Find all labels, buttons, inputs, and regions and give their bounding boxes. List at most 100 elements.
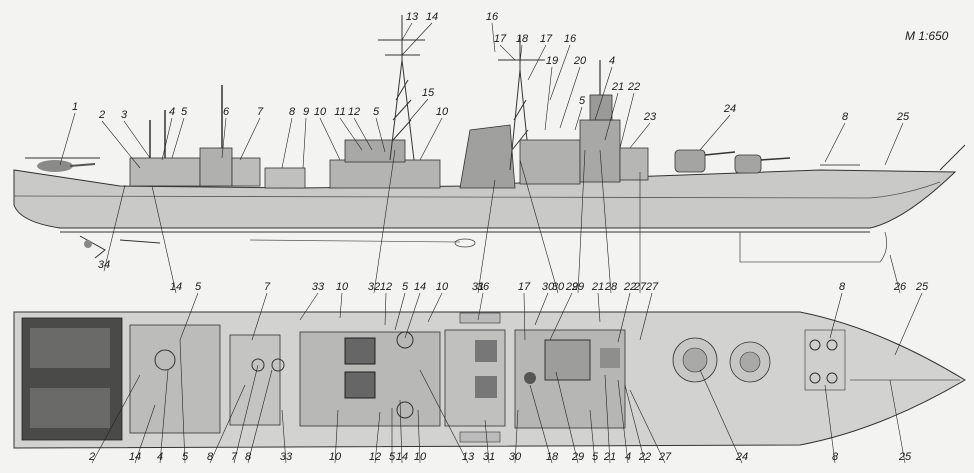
side-callout-21: 16 bbox=[564, 33, 577, 45]
plan-callout-21: 8 bbox=[207, 451, 214, 463]
plan-leader-37 bbox=[617, 379, 629, 464]
plan-leader-38 bbox=[624, 384, 646, 464]
plan-callout-40: 24 bbox=[735, 451, 748, 463]
side-leader-15 bbox=[401, 22, 433, 56]
side-callout-39: 27 bbox=[633, 281, 647, 293]
side-leader-27 bbox=[619, 92, 635, 149]
side-leader-21 bbox=[549, 44, 571, 101]
side-callout-0: 1 bbox=[72, 101, 78, 113]
plan-leader-1 bbox=[251, 292, 268, 341]
plan-callout-42: 25 bbox=[898, 451, 912, 463]
side-callout-30: 8 bbox=[842, 111, 849, 123]
plan-callout-18: 14 bbox=[129, 451, 141, 463]
plan-leader-6 bbox=[404, 292, 421, 339]
plan-leader-14 bbox=[639, 292, 653, 341]
side-callout-25: 5 bbox=[579, 95, 586, 107]
plan-callout-22: 7 bbox=[231, 451, 238, 463]
plan-callout-4: 12 bbox=[380, 281, 392, 293]
plan-leader-36 bbox=[604, 374, 611, 464]
plan-leader-10 bbox=[534, 292, 549, 326]
plan-leader-41 bbox=[824, 384, 836, 464]
side-leader-22 bbox=[544, 66, 553, 131]
plan-callout-38: 22 bbox=[638, 451, 651, 463]
side-leader-14 bbox=[401, 22, 413, 41]
side-leader-12 bbox=[375, 117, 386, 153]
side-callout-29: 24 bbox=[723, 103, 736, 115]
plan-leader-7 bbox=[427, 292, 443, 323]
plan-callout-28: 14 bbox=[396, 451, 408, 463]
plan-leader-9 bbox=[523, 292, 526, 341]
plan-callout-30: 13 bbox=[462, 451, 475, 463]
side-leader-33 bbox=[151, 185, 177, 294]
plan-leader-18 bbox=[134, 404, 156, 464]
side-leader-1 bbox=[101, 120, 141, 169]
plan-callout-11: 29 bbox=[565, 281, 578, 293]
side-callout-8: 9 bbox=[303, 106, 309, 118]
side-callout-28: 23 bbox=[643, 111, 657, 123]
plan-callout-25: 10 bbox=[329, 451, 342, 463]
side-callout-7: 8 bbox=[289, 106, 296, 118]
side-callout-10: 11 bbox=[334, 106, 345, 118]
plan-leader-23 bbox=[247, 369, 273, 464]
side-callout-12: 5 bbox=[373, 106, 380, 118]
side-callout-13: 10 bbox=[436, 106, 449, 118]
side-leader-2 bbox=[123, 120, 151, 159]
side-leader-5 bbox=[221, 117, 227, 159]
side-callout-23: 20 bbox=[573, 55, 587, 67]
plan-leader-2 bbox=[299, 292, 319, 321]
hull-side bbox=[13, 169, 957, 229]
plan-leader-20 bbox=[179, 339, 186, 464]
side-leader-38 bbox=[599, 149, 612, 294]
side-leader-31 bbox=[884, 122, 904, 166]
side-leader-26 bbox=[604, 92, 619, 141]
side-callout-20: 17 bbox=[540, 33, 553, 45]
side-callout-17: 16 bbox=[486, 11, 499, 23]
side-callout-9: 10 bbox=[314, 106, 327, 118]
side-leader-23 bbox=[559, 66, 581, 129]
plan-leader-4 bbox=[384, 292, 387, 326]
plan-leader-24 bbox=[281, 409, 287, 464]
side-leader-19 bbox=[519, 44, 523, 63]
side-callout-14: 13 bbox=[406, 11, 419, 23]
plan-callout-0: 5 bbox=[195, 281, 202, 293]
plan-callout-31: 31 bbox=[483, 451, 495, 463]
plan-callout-6: 14 bbox=[414, 281, 426, 293]
side-callout-32: 34 bbox=[98, 259, 110, 271]
side-leader-35 bbox=[477, 179, 496, 294]
side-leader-25 bbox=[574, 106, 583, 131]
plan-leader-30 bbox=[419, 369, 469, 464]
plan-leader-40 bbox=[699, 369, 743, 464]
side-callout-37: 29 bbox=[571, 281, 584, 293]
plan-callout-37: 4 bbox=[625, 451, 631, 463]
plan-leader-17 bbox=[91, 374, 141, 464]
side-callout-19: 18 bbox=[516, 33, 529, 45]
side-leader-10 bbox=[339, 117, 363, 151]
side-callout-11: 12 bbox=[348, 106, 360, 118]
plan-callout-9: 17 bbox=[518, 281, 531, 293]
side-leader-16 bbox=[409, 98, 429, 121]
plan-leader-39 bbox=[629, 389, 666, 464]
forward-guns bbox=[674, 149, 791, 174]
plan-callout-35: 5 bbox=[592, 451, 599, 463]
plan-callout-19: 4 bbox=[157, 451, 163, 463]
side-callout-4: 5 bbox=[181, 106, 188, 118]
plan-callout-10: 30 bbox=[542, 281, 555, 293]
side-callout-16: 15 bbox=[422, 87, 435, 99]
plan-leader-8 bbox=[477, 292, 484, 321]
plan-leader-15 bbox=[829, 292, 843, 339]
plan-callout-39: 27 bbox=[658, 451, 672, 463]
side-callout-24: 4 bbox=[609, 55, 615, 67]
plan-callout-20: 5 bbox=[182, 451, 189, 463]
plan-callout-8: 36 bbox=[477, 281, 490, 293]
plan-callout-3: 10 bbox=[336, 281, 349, 293]
helicopter bbox=[25, 157, 100, 172]
plan-callout-12: 21 bbox=[591, 281, 604, 293]
plan-leader-28 bbox=[399, 399, 403, 464]
plan-leader-21 bbox=[209, 384, 246, 464]
plan-callout-33: 18 bbox=[546, 451, 559, 463]
scale-label: M 1:650 bbox=[905, 29, 949, 43]
plan-callout-2: 33 bbox=[312, 281, 325, 293]
side-callout-1: 2 bbox=[98, 109, 105, 121]
